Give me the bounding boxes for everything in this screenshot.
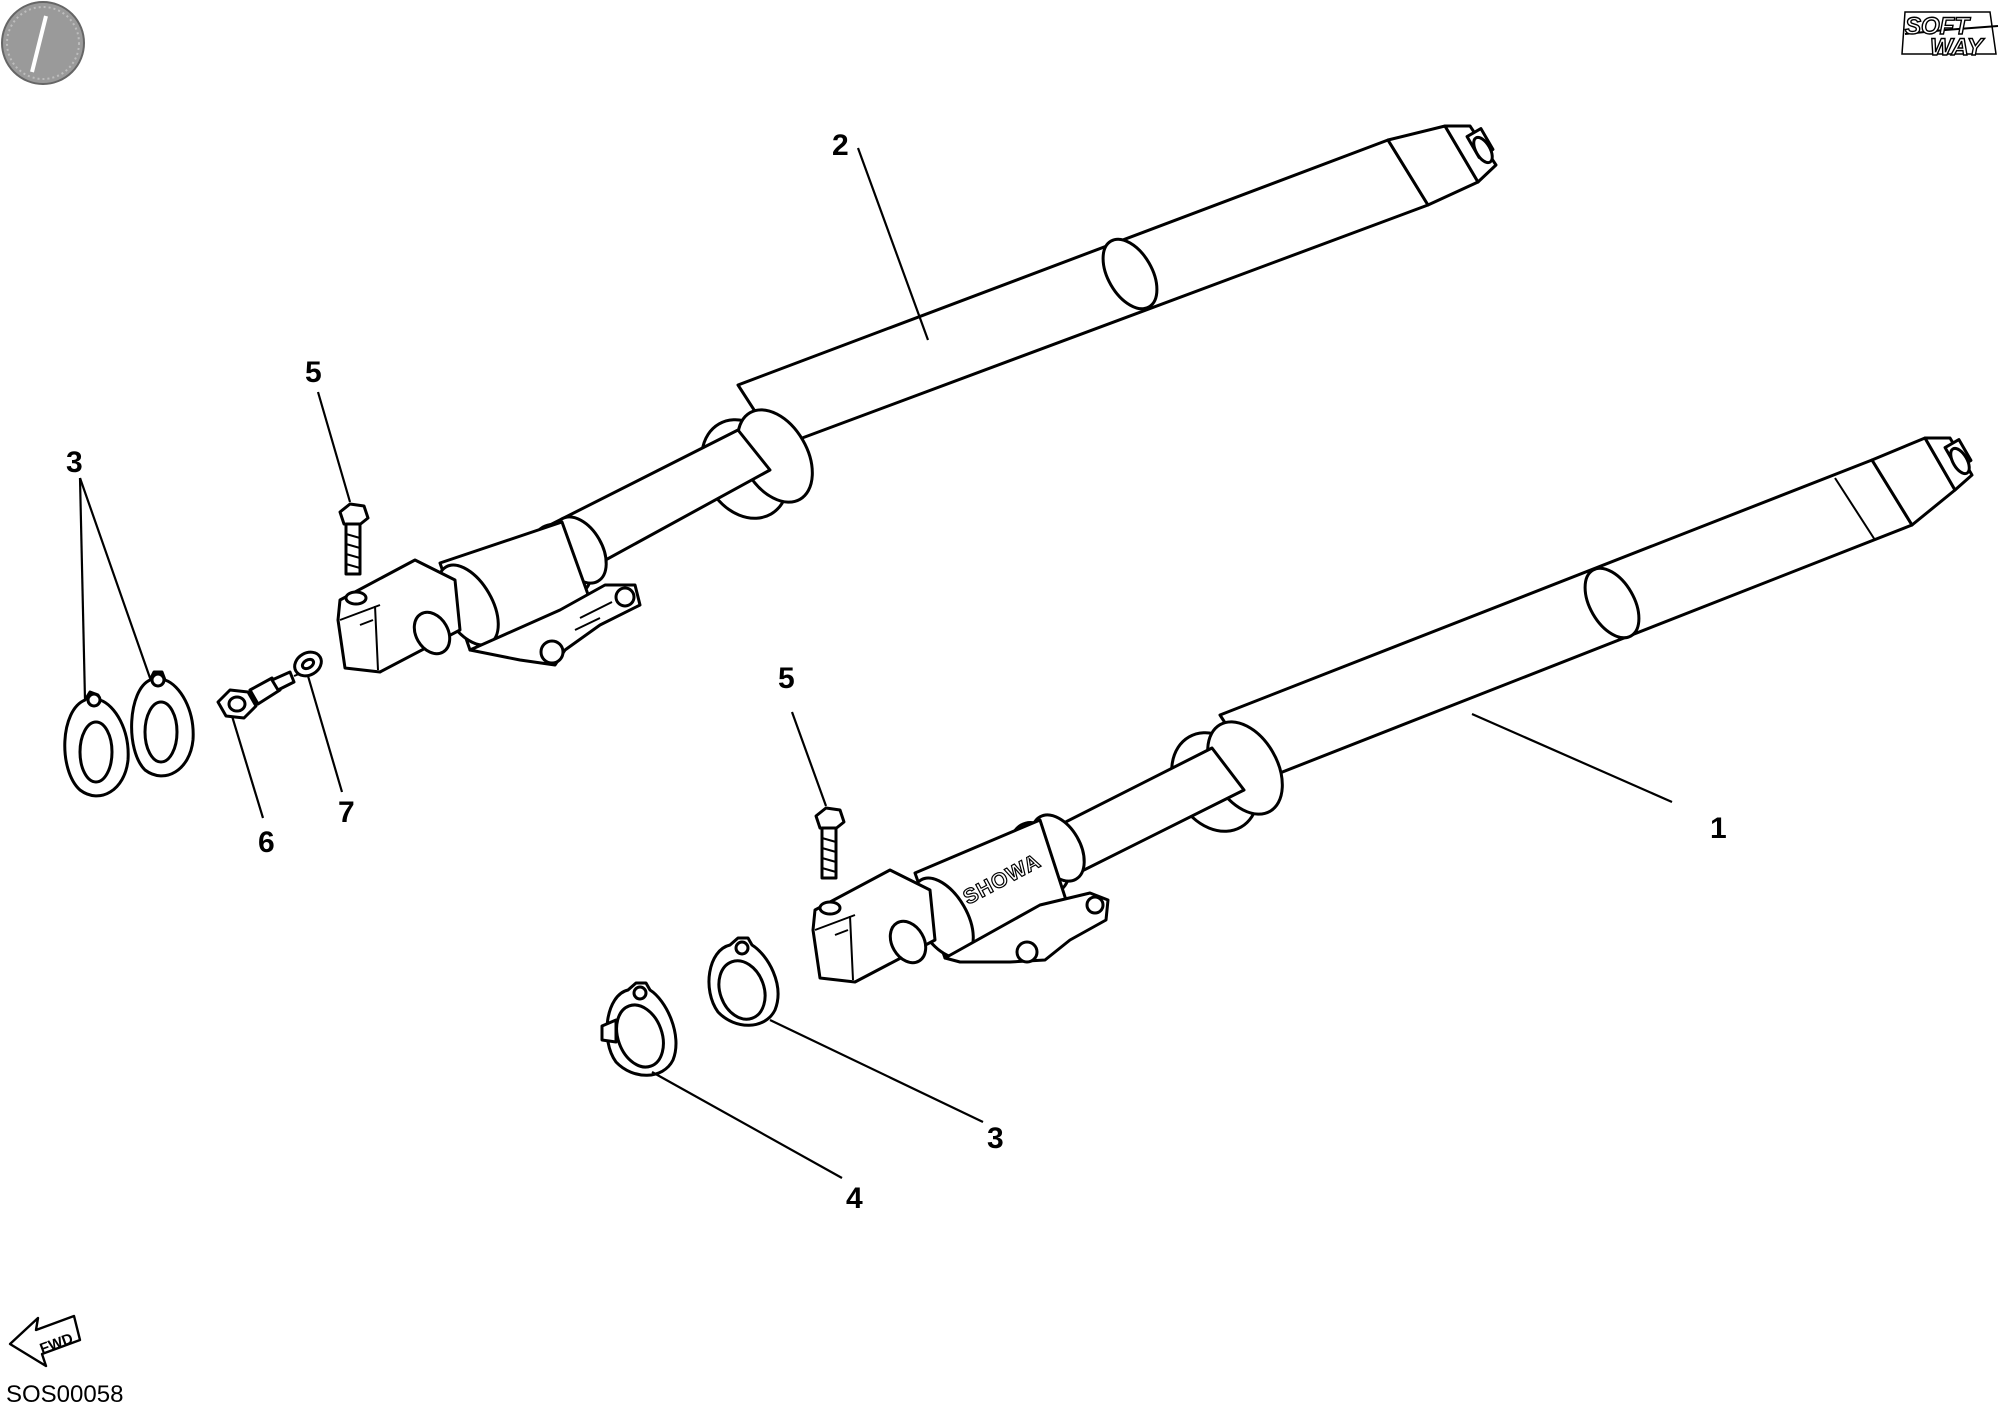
bleed-screw [216, 670, 305, 720]
callout-5-right: 5 [778, 662, 795, 695]
callout-1: 1 [1710, 812, 1727, 845]
callout-2: 2 [832, 129, 849, 162]
clamp-lower [707, 936, 780, 1027]
callout-4: 4 [846, 1182, 863, 1215]
washer [293, 650, 323, 678]
clamp-pair-left [63, 670, 195, 798]
callout-3-left: 3 [66, 446, 83, 479]
fwd-arrow-icon: FWD [8, 1314, 82, 1368]
fork-leg-left [336, 124, 1498, 674]
callout-7: 7 [338, 796, 355, 829]
callout-5-left: 5 [305, 356, 322, 389]
callout-6: 6 [258, 826, 275, 859]
softway-logo: SOFT WAY [1901, 11, 1999, 62]
softway-logo-line1: SOFT [1905, 13, 1971, 40]
drawing-code: SOS00058 [6, 1381, 123, 1408]
clamp-single [600, 981, 678, 1077]
callout-3-lower: 3 [987, 1122, 1004, 1155]
bolt-right [814, 806, 846, 880]
bolt-left [338, 502, 370, 576]
corner-badge-icon [1, 1, 85, 85]
softway-logo-line2: WAY [1930, 34, 1985, 61]
fork-leg-right: SHOWA [811, 436, 1974, 984]
